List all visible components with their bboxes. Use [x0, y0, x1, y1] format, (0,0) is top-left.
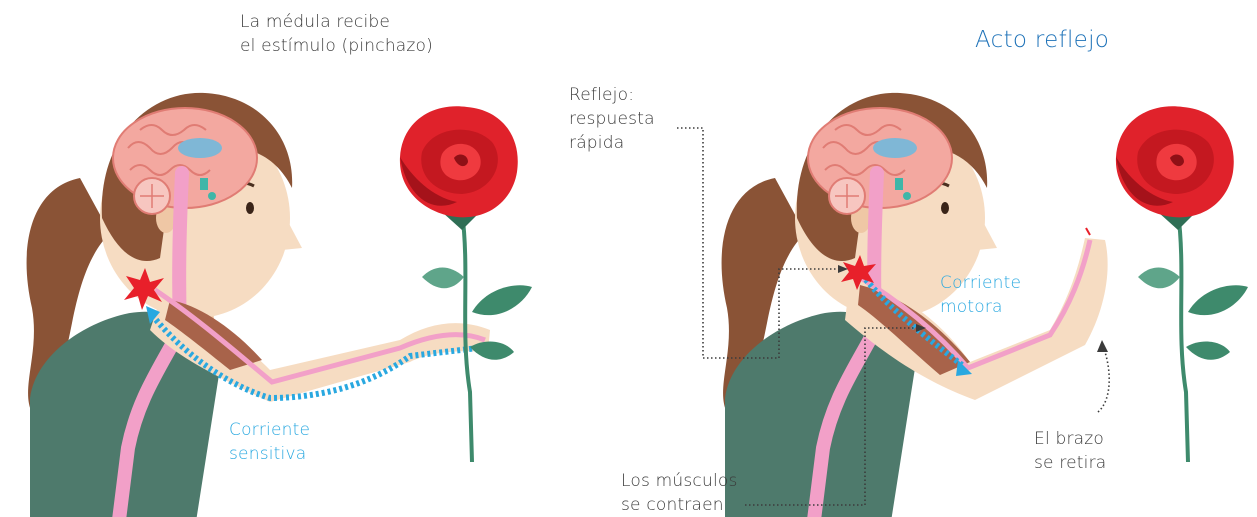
right-scene [677, 93, 1250, 517]
motor-current-path [859, 273, 964, 368]
muscles-label-line: se contraen [621, 495, 724, 515]
arm-nerve-right [848, 239, 1093, 371]
arm-label-line: El brazo [1034, 429, 1104, 449]
muscles-leader-arrow [916, 324, 926, 332]
sensory-current-path [149, 313, 479, 402]
arm-nerve [153, 287, 486, 385]
motor-current-label: Corriente motora [940, 271, 1021, 319]
reflex-leader-arrow [838, 265, 848, 273]
bent-arm [845, 238, 1108, 400]
spark-right [841, 255, 876, 290]
arm-retract-arrow-line [1097, 345, 1111, 413]
reflex-label: Reflejo: respuesta rápida [569, 83, 655, 155]
muscles-label-line: Los músculos [621, 471, 738, 491]
rose-right [1113, 104, 1250, 464]
reflex-label-line: rápida [569, 133, 625, 153]
prick-mark [1085, 227, 1091, 236]
reflex-label-line: respuesta [569, 109, 655, 129]
medula-label: La médula recibe el estímulo (pinchazo) [240, 10, 433, 58]
sensory-current-label: Corriente sensitiva [229, 418, 310, 466]
left-scene [27, 93, 534, 517]
sensory-label-line: Corriente [229, 420, 311, 440]
sensory-arrowhead [146, 306, 160, 324]
sensory-label-line: sensitiva [229, 444, 307, 464]
diagram-title: Acto reflejo [975, 27, 1110, 53]
medula-label-line: La médula recibe [240, 12, 391, 32]
motor-label-line: motora [940, 297, 1003, 317]
rose-left [397, 104, 534, 464]
spark-left [124, 268, 164, 310]
muscles-label: Los músculos se contraen [621, 469, 738, 517]
arm-label-line: se retira [1034, 453, 1107, 473]
reflex-label-line: Reflejo: [569, 85, 635, 105]
motor-arrowhead [956, 360, 972, 376]
medula-label-line: el estímulo (pinchazo) [240, 36, 433, 56]
muscles-leader-line [745, 327, 920, 506]
reflex-leader-line [677, 127, 845, 359]
arm-retracts-label: El brazo se retira [1034, 427, 1106, 475]
extended-arm [150, 300, 490, 402]
contracted-muscle [858, 285, 970, 375]
motor-label-line: Corriente [940, 273, 1022, 293]
arm-retract-arrowhead [1097, 340, 1108, 352]
